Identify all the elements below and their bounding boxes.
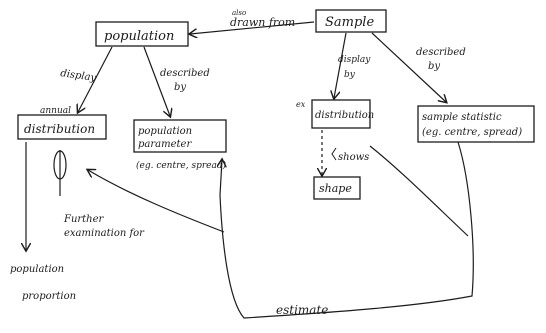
sample-box <box>315 9 387 33</box>
shape-box <box>313 176 361 200</box>
population-parameter-label-line2: parameter <box>138 139 192 150</box>
population-parameter-label-line1: population <box>138 126 192 137</box>
sample-statistic-label-line1: sample statistic <box>422 112 502 123</box>
population-distribution-top-label: annual <box>40 106 71 116</box>
shows-bracket <box>331 147 337 161</box>
population-distribution-label: distribution <box>24 122 95 136</box>
further-examination-label-line1: Further <box>63 214 105 225</box>
sample-distribution-box <box>311 99 371 129</box>
sample-statistic-box <box>417 105 535 143</box>
further-examination-label-line2: examination for <box>64 228 145 239</box>
sample-statistic-label-line2: (eg. centre, spread) <box>422 127 522 138</box>
sample-distribution-label: distribution <box>315 110 374 121</box>
population-distribution-box <box>17 114 107 140</box>
population-display-label: display <box>60 68 97 84</box>
drawn-from-arrow <box>190 21 315 34</box>
shows-label: shows <box>338 152 369 163</box>
population-described-arrow <box>143 46 170 116</box>
population-label: population <box>104 29 174 44</box>
sample-distribution-prefix: ex <box>296 100 306 109</box>
shape-label: shape <box>319 182 352 195</box>
population-proportion-label-line1: population <box>10 264 64 275</box>
sample-display-label-line1: display <box>338 55 371 65</box>
population-display-arrow <box>78 46 113 112</box>
population-parameter-box <box>133 119 227 153</box>
estimate-branch-from-shape <box>369 145 469 237</box>
population-described-label-line2: by <box>174 82 186 93</box>
sample-described-arrow <box>371 32 446 102</box>
estimate-loop <box>220 141 474 319</box>
estimate-label: estimate <box>276 303 328 317</box>
sample-display-arrow <box>334 32 347 98</box>
sample-described-label-line2: by <box>428 61 440 72</box>
sample-label: Sample <box>325 15 374 30</box>
population-parameter-example: (eg. centre, spread) <box>136 160 227 171</box>
population-proportion-label-line2: proportion <box>22 291 76 302</box>
sample-described-label-line1: described <box>416 47 466 58</box>
population-described-label-line1: described <box>160 68 210 79</box>
drawn-from-small-label: also <box>232 9 246 17</box>
estimate-branch-to-distribution <box>88 170 225 233</box>
drawn-from-label: drawn from <box>230 16 295 29</box>
sample-display-label-line2: by <box>344 70 356 80</box>
